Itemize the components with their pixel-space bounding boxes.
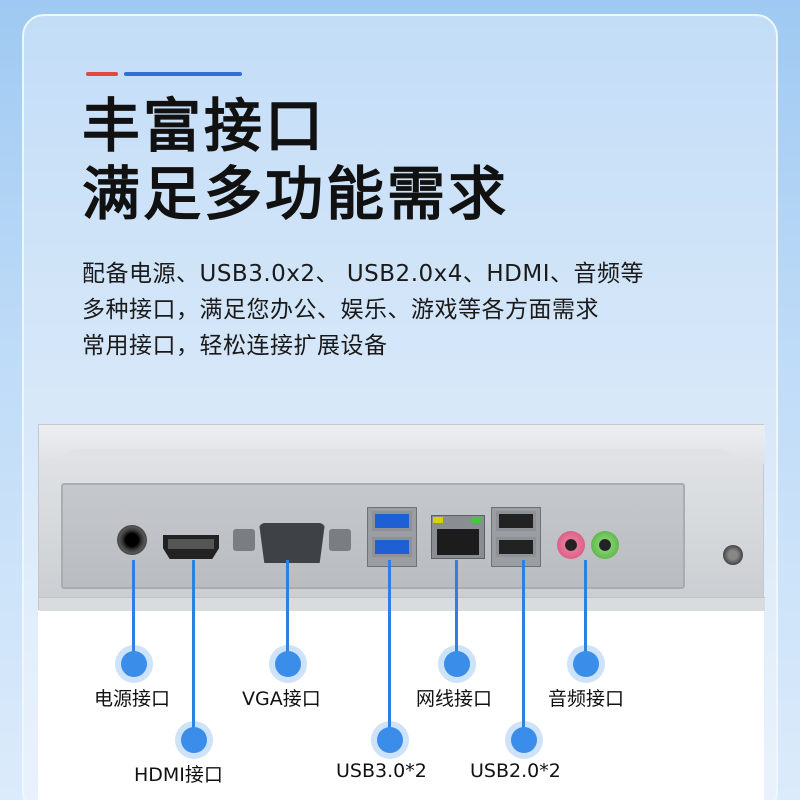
callout-line-usb2	[522, 560, 525, 740]
lan-led-yellow-icon	[433, 517, 443, 523]
chassis-top	[39, 425, 765, 465]
audio-out-port-icon	[591, 531, 619, 559]
accent-bar-blue	[124, 72, 242, 76]
headline-line-1: 丰富接口	[82, 92, 327, 160]
label-lan: 网线接口	[416, 688, 493, 710]
callout-dot-hdmi	[181, 727, 207, 753]
power-port-icon	[117, 525, 147, 555]
description-line-1: 配备电源、USB3.0x2、 USB2.0x4、HDMI、音频等	[82, 261, 645, 287]
hdmi-port-inner	[168, 539, 214, 549]
callout-line-power	[132, 560, 135, 664]
device-chassis	[38, 424, 765, 611]
accent-bar-red	[86, 72, 118, 76]
usb3-port-icon	[372, 537, 412, 557]
callout-dot-usb3	[377, 727, 403, 753]
callout-dot-power	[121, 651, 147, 677]
label-power: 电源接口	[94, 688, 171, 710]
callout-dot-audio	[573, 651, 599, 677]
callout-line-vga	[286, 560, 289, 664]
label-audio: 音频接口	[548, 688, 625, 710]
description-line-3: 常用接口，轻松连接扩展设备	[82, 333, 388, 359]
vga-screw-right-icon	[329, 529, 351, 551]
usb3-port-icon	[372, 511, 412, 531]
callout-line-lan	[455, 560, 458, 664]
callout-dot-usb2	[511, 727, 537, 753]
label-hdmi: HDMI接口	[134, 764, 223, 786]
vga-screw-left-icon	[233, 529, 255, 551]
headline-line-2: 满足多功能需求	[82, 160, 510, 228]
vga-port-icon	[259, 523, 325, 563]
label-usb2: USB2.0*2	[470, 760, 561, 782]
callout-dot-lan	[444, 651, 470, 677]
label-usb3: USB3.0*2	[336, 760, 427, 782]
callout-dot-vga	[275, 651, 301, 677]
callout-line-usb3	[388, 560, 391, 740]
lan-led-green-icon	[471, 517, 481, 523]
chassis-bottom	[39, 597, 765, 611]
screw-icon	[723, 545, 743, 565]
device-io-photo	[38, 424, 765, 800]
usb2-port-icon	[496, 537, 536, 557]
callout-line-audio	[584, 560, 587, 664]
lan-port-icon	[437, 529, 479, 555]
callout-line-hdmi	[192, 560, 195, 740]
usb2-port-icon	[496, 511, 536, 531]
label-vga: VGA接口	[242, 688, 321, 710]
audio-mic-port-icon	[557, 531, 585, 559]
description-line-2: 多种接口，满足您办公、娱乐、游戏等各方面需求	[82, 297, 599, 323]
